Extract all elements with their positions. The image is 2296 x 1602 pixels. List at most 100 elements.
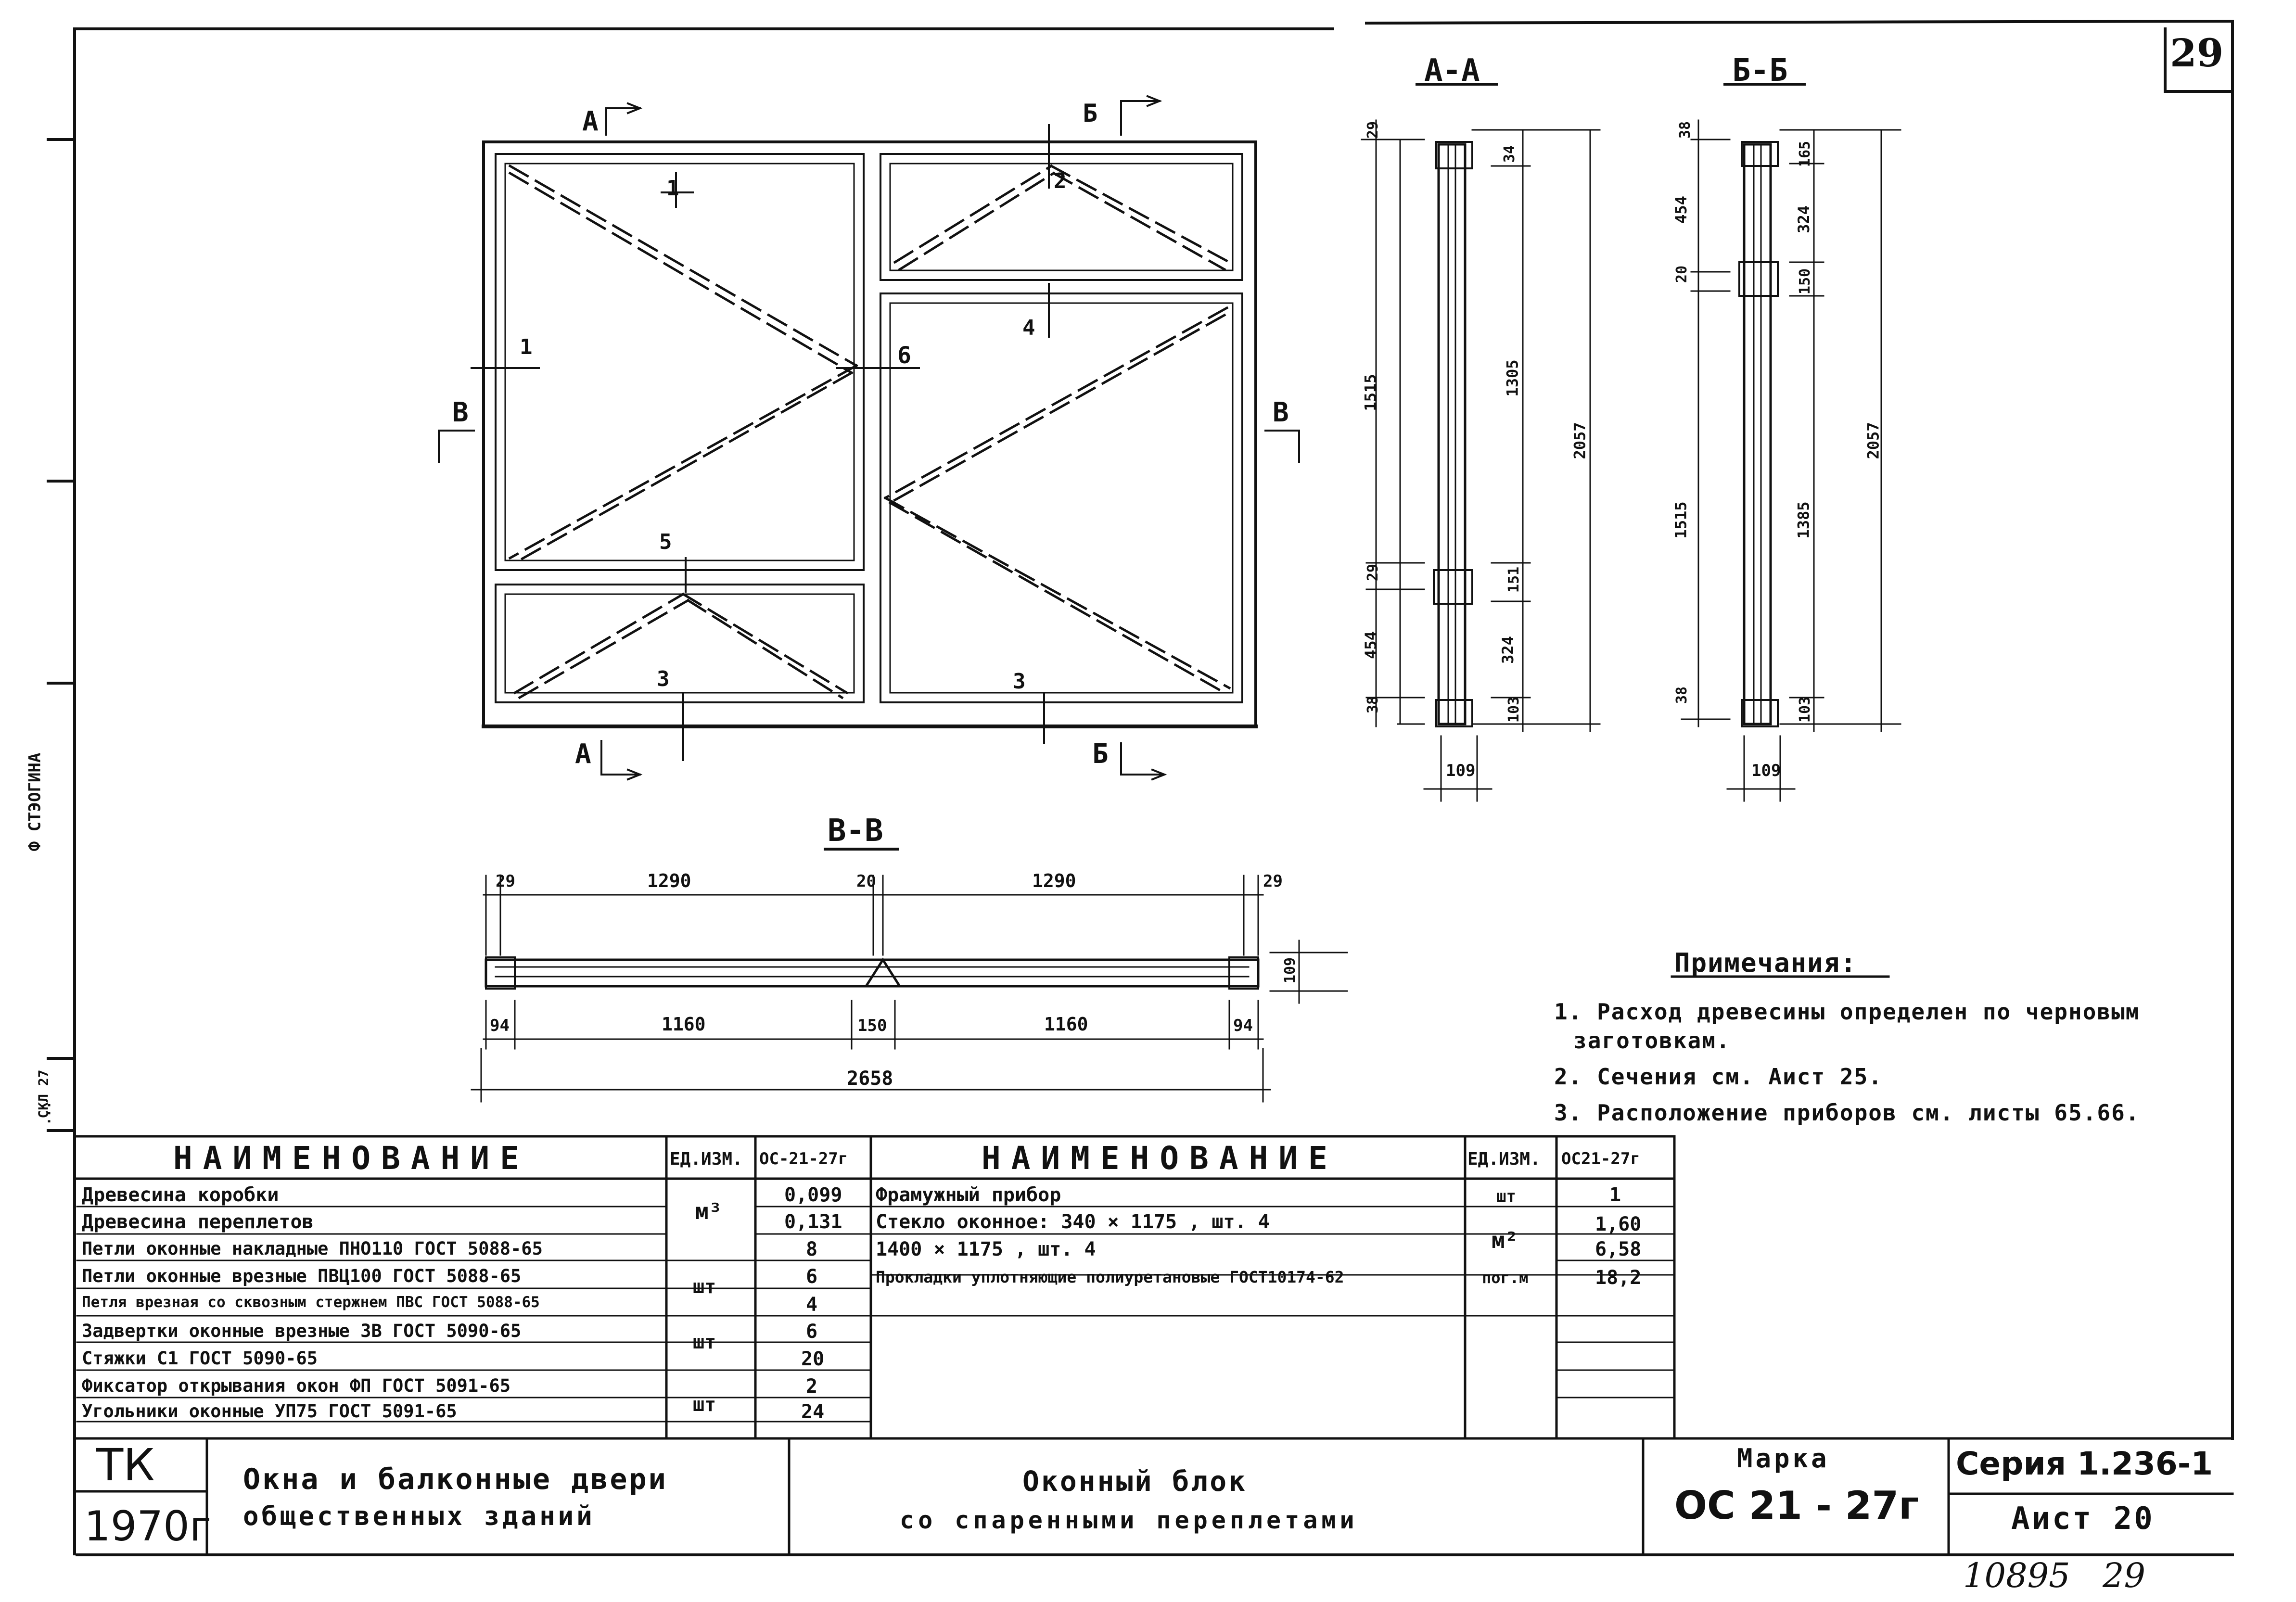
title-year: 1970г: [84, 1502, 212, 1551]
left-row-9-name: Угольники оконные УП75 ГОСТ 5091-65: [82, 1401, 457, 1422]
left-row-6-name: Задвертки оконные врезные ЗВ ГОСТ 5090-6…: [82, 1321, 522, 1341]
right-row-4-unit: пог.м: [1482, 1269, 1529, 1287]
vv-bottom-dim-3: 150: [857, 1016, 887, 1035]
bb-dim-1385: 1385: [1794, 501, 1813, 539]
left-row-6-value: 6: [806, 1321, 818, 1343]
aa-dim-29: 29: [1365, 563, 1382, 582]
cut-label-v-right: В: [1273, 397, 1289, 428]
aa-dim-454: 454: [1361, 631, 1380, 659]
bb-dim-20: 20: [1673, 265, 1691, 283]
opening-lines: [508, 164, 1231, 699]
bb-dim-38-top: 38: [1677, 121, 1694, 139]
left-row-2-value: 0,131: [784, 1211, 842, 1233]
aa-dim-103: 103: [1505, 696, 1523, 723]
note-1-cont: заготовкам.: [1573, 1028, 1731, 1054]
callout-1-left: 1: [520, 335, 533, 359]
sheet-border: [47, 19, 2234, 1556]
aa-dim-1515: 1515: [1361, 374, 1380, 411]
aa-dim-38: 38: [1365, 696, 1382, 714]
section-vv-graphics: [471, 848, 1348, 1103]
left-row-5-name: Петля врезная со сквозным стержнем ПВС Г…: [82, 1294, 540, 1311]
left-header-name: НАИМЕНОВАНИЕ: [173, 1140, 530, 1177]
right-header-unit: ЕД.ИЗМ.: [1467, 1149, 1541, 1169]
margin-text-3: ...: [38, 1101, 54, 1126]
project-line-1: Окна и балконные двери: [243, 1462, 668, 1496]
aa-dim-2057: 2057: [1570, 422, 1589, 459]
right-row-2-unit: м²: [1492, 1227, 1518, 1253]
callout-3-left: 3: [657, 667, 670, 691]
section-bb-graphics: [1681, 83, 1901, 802]
right-row-4-value: 18,2: [1595, 1267, 1642, 1289]
cut-label-b-bottom: Б: [1092, 738, 1109, 770]
vv-overall-dim: 2658: [847, 1068, 893, 1090]
title-block-grid: [76, 1437, 2234, 1556]
left-unit-sht-3: шт: [693, 1394, 716, 1416]
vv-top-dim-4: 1290: [1032, 870, 1076, 891]
left-row-7-name: Стяжки С1 ГОСТ 5090-65: [82, 1348, 318, 1369]
vv-top-dim-3: 20: [856, 872, 876, 891]
aa-dim-1305: 1305: [1503, 359, 1522, 397]
vv-top-dim-1: 29: [496, 872, 515, 891]
vv-bottom-dim-1: 94: [490, 1016, 510, 1035]
left-header-value: ОС-21-27г: [759, 1149, 848, 1169]
bb-dim-324: 324: [1794, 205, 1813, 233]
marka-value: ОС 21 - 27г: [1674, 1483, 1919, 1528]
aa-dim-109: 109: [1446, 761, 1476, 780]
margin-text-1: Ф СТЭОГИНА: [25, 752, 45, 852]
spec-table-grid: [76, 1135, 2234, 1440]
aa-dim-151: 151: [1505, 566, 1523, 593]
archive-sheet: 29: [2103, 1556, 2146, 1595]
section-vv-title: В-В: [828, 813, 883, 849]
note-2: 2. Сечения см. Аист 25.: [1554, 1064, 1883, 1090]
callout-1-top: 1: [666, 176, 679, 201]
left-row-9-value: 24: [801, 1401, 825, 1423]
bb-dim-109: 109: [1751, 761, 1781, 780]
left-row-3-name: Петли оконные накладные ПНО110 ГОСТ 5088…: [82, 1238, 543, 1259]
cut-label-b-top: Б: [1083, 99, 1098, 128]
section-bb-title: Б-Б: [1732, 53, 1788, 89]
left-row-3-value: 8: [806, 1238, 818, 1260]
callout-4: 4: [1022, 316, 1035, 340]
left-row-4-name: Петли оконные врезные ПВЦ100 ГОСТ 5088-6…: [82, 1266, 522, 1286]
bb-dim-454: 454: [1671, 196, 1690, 224]
left-unit-sht-1: шт: [693, 1276, 716, 1298]
bb-dim-150: 150: [1797, 268, 1814, 295]
title-tk: ТК: [96, 1439, 155, 1491]
right-row-3-value: 6,58: [1595, 1238, 1642, 1260]
aa-dim-top-small: 29: [1365, 121, 1382, 139]
right-header-value: ОС21-27г: [1561, 1149, 1640, 1169]
callout-5: 5: [659, 530, 672, 554]
left-row-8-value: 2: [806, 1375, 818, 1398]
vv-depth-dim: 109: [1282, 957, 1299, 984]
right-row-2-value: 1,60: [1595, 1213, 1642, 1235]
left-unit-sht-2: шт: [693, 1331, 716, 1353]
cut-label-a-top: А: [582, 106, 599, 137]
vv-bottom-dim-2: 1160: [662, 1014, 706, 1035]
note-3: 3. Расположение приборов см. листы 65.66…: [1554, 1100, 2140, 1126]
vv-top-dim-2: 1290: [647, 870, 691, 891]
vv-bottom-dim-5: 94: [1233, 1016, 1253, 1035]
section-aa-graphics: [1361, 83, 1601, 802]
right-row-1-value: 1: [1609, 1184, 1621, 1206]
left-unit-m3: м³: [695, 1198, 722, 1224]
right-row-2-name: Стекло оконное: 340 × 1175 , шт. 4: [876, 1211, 1270, 1233]
bb-dim-103: 103: [1797, 696, 1814, 723]
front-view: [482, 140, 1258, 728]
left-row-1-name: Древесина коробки: [82, 1184, 279, 1206]
left-row-8-name: Фиксатор открывания окон ФП ГОСТ 5091-65: [82, 1375, 511, 1396]
aa-dim-top-right: 34: [1501, 145, 1518, 163]
bb-dim-1515: 1515: [1671, 501, 1690, 539]
left-row-5-value: 4: [806, 1294, 818, 1316]
front-view-callout-lines: [438, 95, 1300, 781]
bb-dim-2057: 2057: [1864, 422, 1883, 459]
right-row-3-name: 1400 × 1175 , шт. 4: [876, 1238, 1096, 1260]
archive-number: 10895: [1963, 1556, 2070, 1595]
note-1: 1. Расход древесины определен по черновы…: [1554, 999, 2140, 1025]
left-row-2-name: Древесина переплетов: [82, 1211, 314, 1233]
callout-6: 6: [897, 342, 911, 369]
corner-sheet-number: 29: [2170, 30, 2224, 76]
callout-3-right: 3: [1013, 669, 1026, 694]
cut-label-v-left: В: [452, 397, 469, 428]
